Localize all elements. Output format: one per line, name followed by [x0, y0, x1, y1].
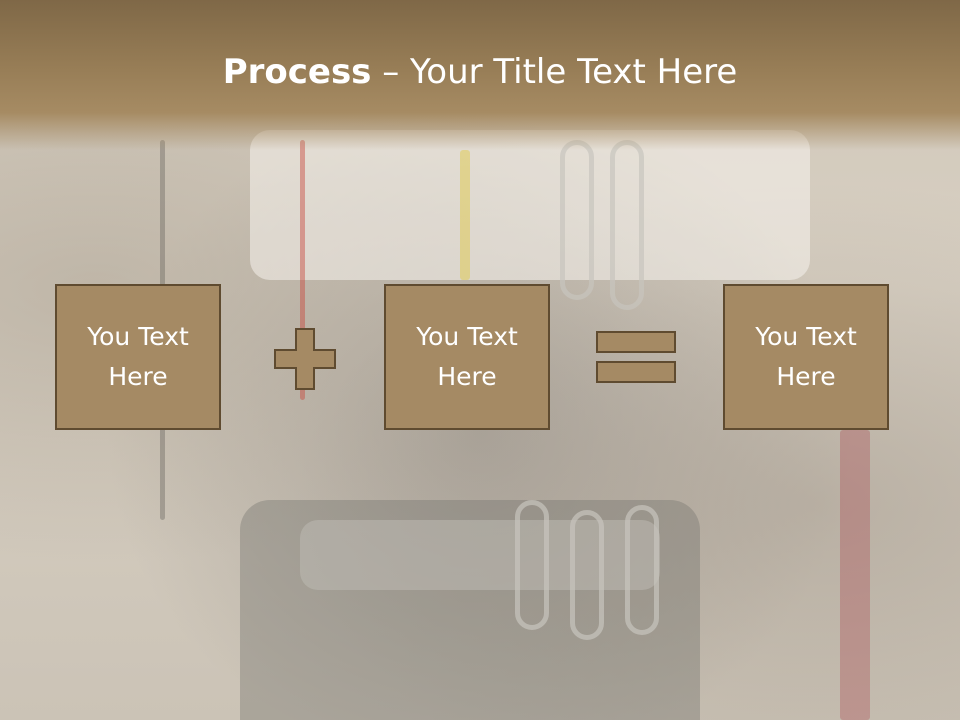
background-rope: [840, 430, 870, 720]
process-box-text: You Text Here: [87, 322, 189, 391]
title-band: [0, 0, 960, 150]
title-rest: – Your Title Text Here: [371, 52, 738, 92]
equals-icon: [596, 331, 676, 385]
background-rope: [460, 150, 470, 280]
title-bold: Process: [222, 52, 372, 92]
slide-title: Process – Your Title Text Here: [0, 52, 960, 92]
plus-icon: [274, 328, 336, 390]
background-rope: [300, 140, 305, 400]
background-carabiner: [610, 140, 644, 310]
background-shirt: [250, 130, 810, 280]
background-carabiner: [625, 505, 659, 635]
background-carabiner: [515, 500, 549, 630]
background-carabiner: [570, 510, 604, 640]
process-box-1: You Text Here: [55, 284, 221, 430]
process-box-2: You Text Here: [384, 284, 550, 430]
background-carabiner: [560, 140, 594, 300]
process-box-text: You Text Here: [416, 322, 518, 391]
background-belt: [300, 520, 660, 590]
process-box-3: You Text Here: [723, 284, 889, 430]
process-box-text: You Text Here: [755, 322, 857, 391]
